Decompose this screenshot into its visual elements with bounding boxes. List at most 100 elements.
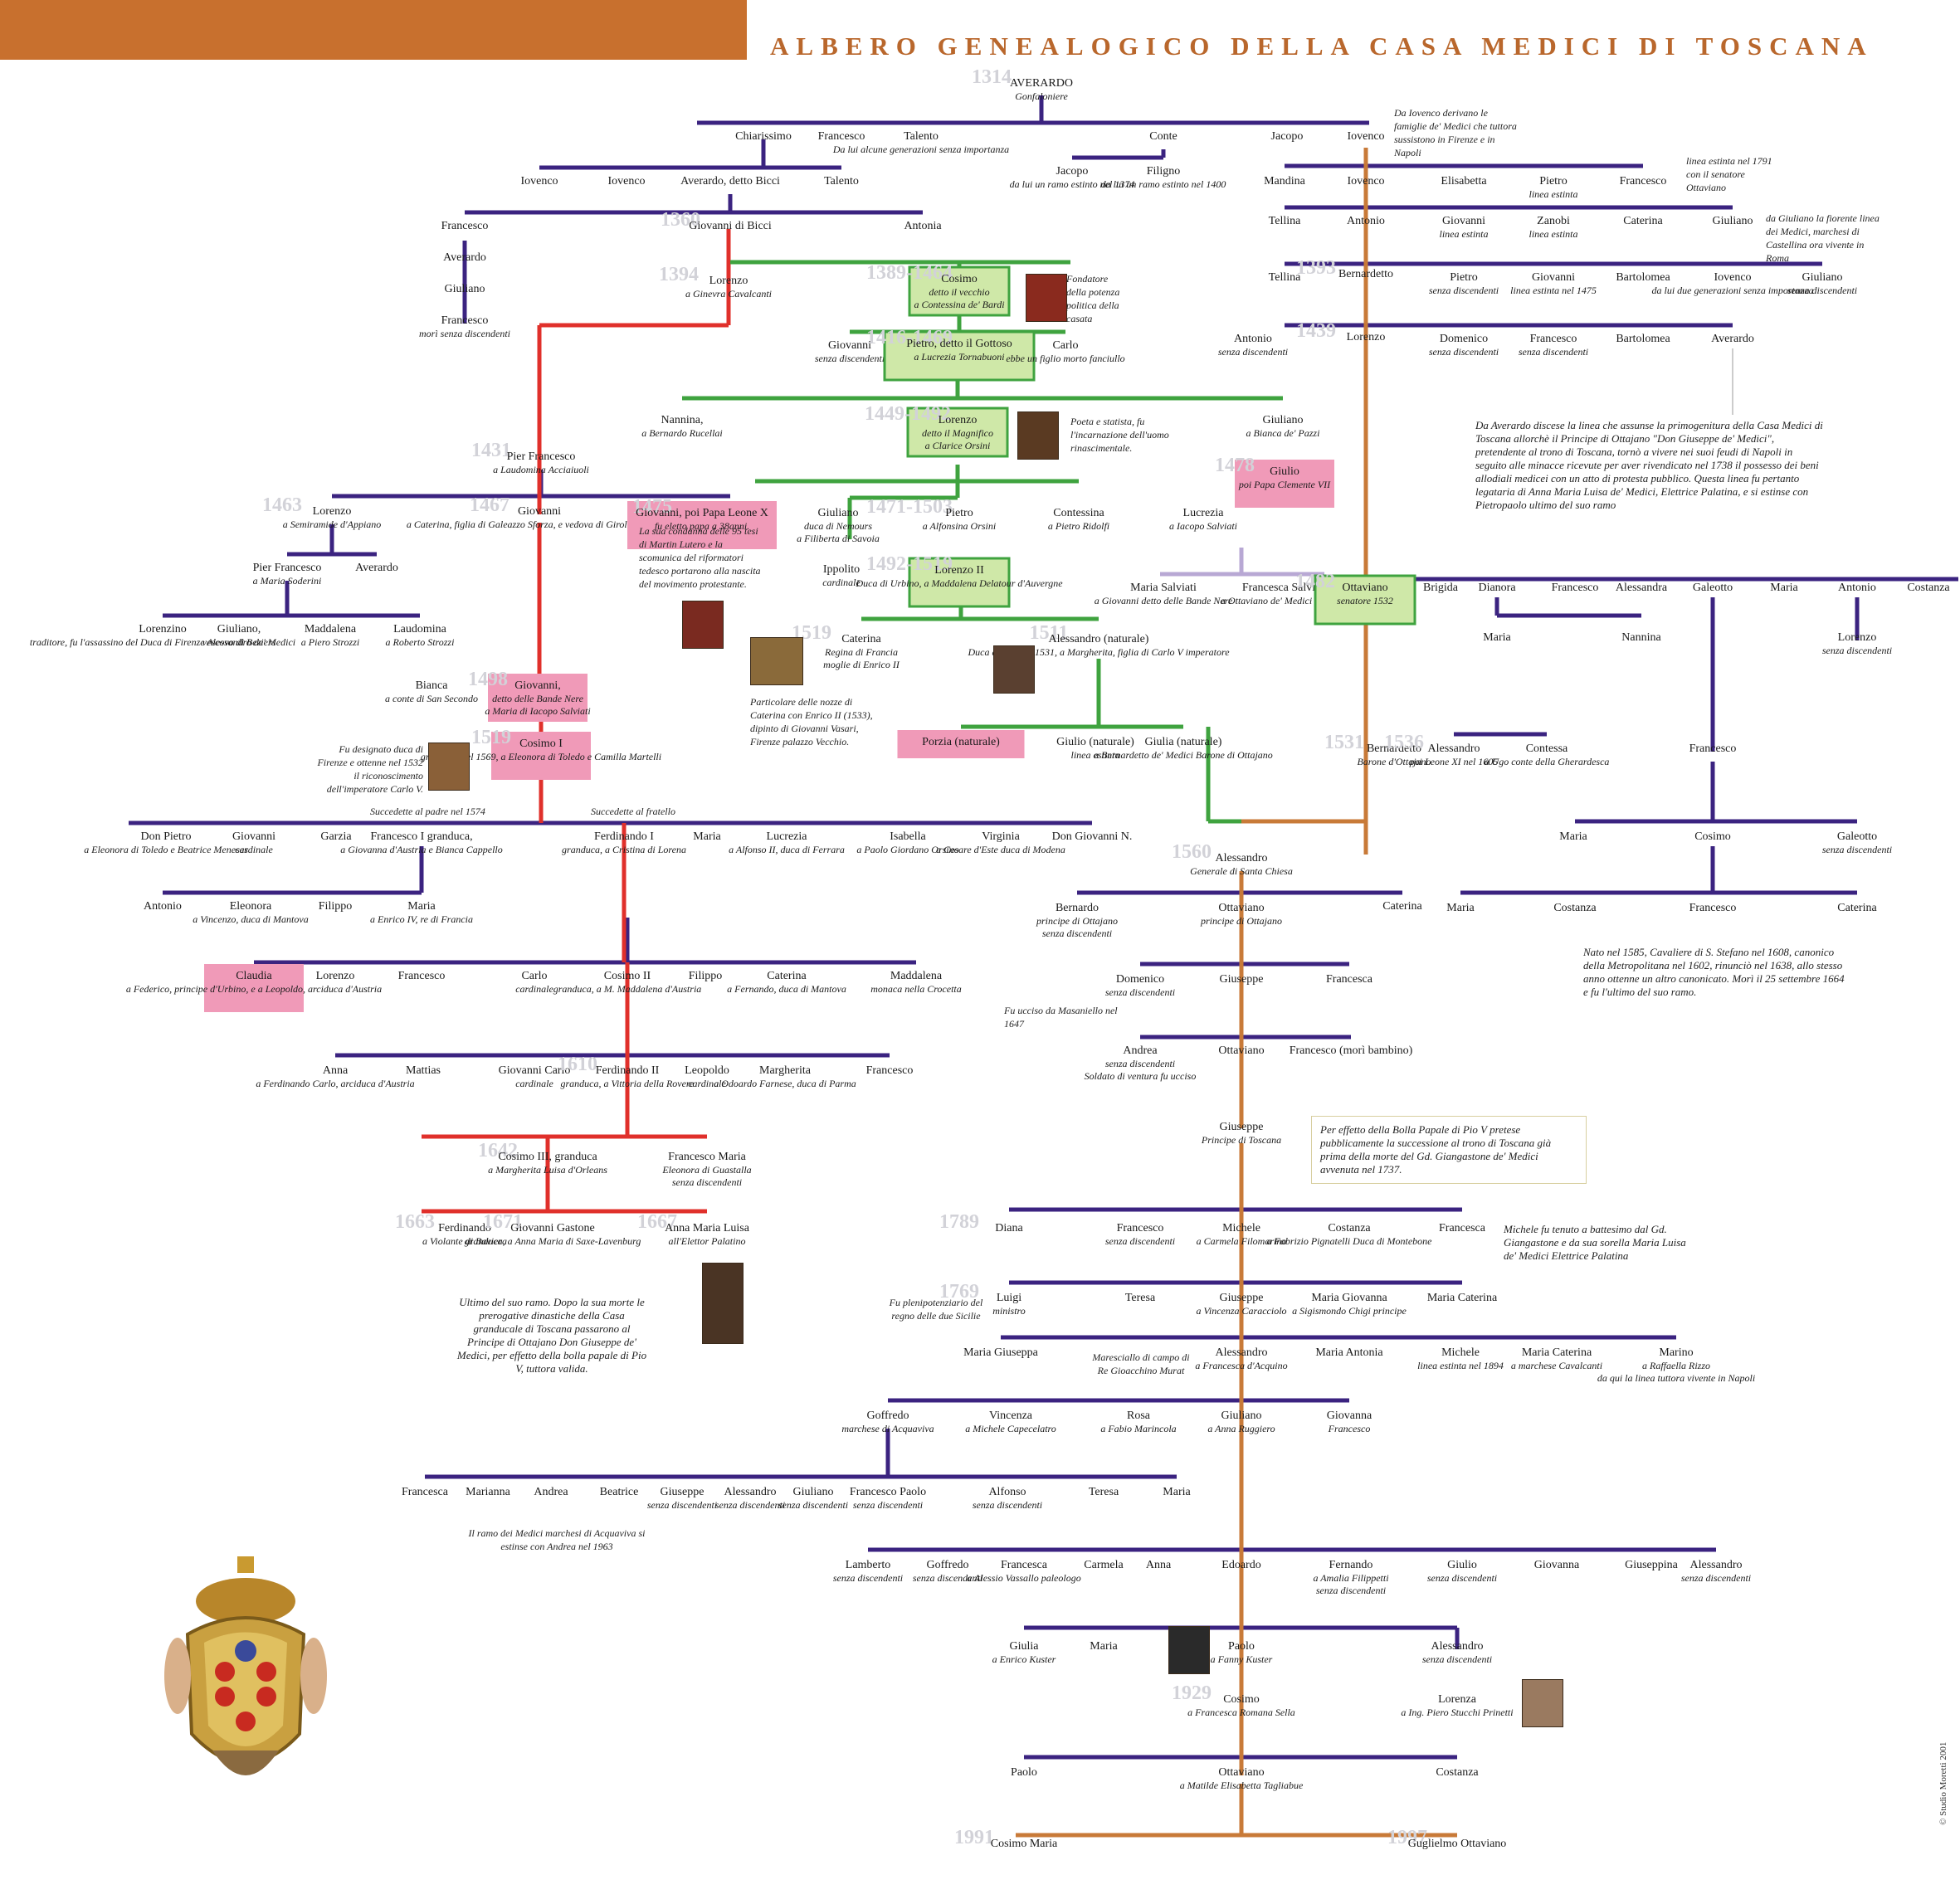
person-110: Filippo [319, 900, 352, 913]
person-detail: poi Leone XI nel 1605 [1409, 756, 1499, 767]
person-name: Francesco Paolo [850, 1486, 926, 1498]
person-name: Averardo [1711, 333, 1754, 345]
person-name: Giuseppe [661, 1486, 705, 1498]
person-name: Anna [1146, 1559, 1172, 1571]
person-name: Alessandro [1216, 852, 1268, 864]
person-name: Lorenzo [939, 414, 978, 426]
person-name: Francesca [1001, 1559, 1048, 1571]
note-domenico: Fu ucciso da Masaniello nel 1647 [1004, 1005, 1118, 1030]
person-detail: senza discendenti [647, 1499, 717, 1511]
person-detail: detto delle Bande Nere [492, 693, 584, 704]
person-detail: monaca nella Crocetta [870, 983, 962, 995]
note-succedette-padre: Succedette al padre nel 1574 [370, 806, 485, 817]
person-150: Francesca [1439, 1222, 1486, 1234]
person-71: Galeotto [1693, 582, 1733, 594]
caterina-painting [750, 637, 803, 685]
person-74: Costanza [1907, 582, 1950, 594]
person-name: Ferdinando I [594, 830, 654, 843]
person-name: Paolo [1011, 1766, 1037, 1779]
person-name: Filigno [1147, 165, 1180, 178]
person-detail: principe di Ottajano [1200, 915, 1282, 927]
person-name: Giuliano [445, 283, 485, 295]
person-name: Bartolomea [1616, 333, 1670, 345]
person-detail: granduca, a Anna Maria di Saxe-Lavenburg [465, 1235, 641, 1247]
person-name: Francesca [402, 1486, 449, 1498]
person-name: Teresa [1125, 1292, 1156, 1304]
person-detail: a Odoardo Farnese, duca di Parma [714, 1078, 856, 1089]
medici-coat-of-arms [164, 1556, 327, 1775]
person-detail: a Pietro Ridolfi [1048, 520, 1109, 532]
copyright: © Studio Moretti 2001 [1938, 1741, 1948, 1825]
person-name: Antonio [1347, 215, 1385, 227]
person-name: Lorenzo [316, 970, 355, 982]
person-detail: senza discendenti [973, 1499, 1042, 1511]
person-detail: da qui la linea tuttora vivente in Napol… [1597, 1372, 1755, 1384]
note-succedette-fratello: Succedette al fratello [591, 806, 675, 817]
person-name: Ferdinando [438, 1222, 491, 1234]
person-117: Francesco [1689, 902, 1737, 914]
person-detail: granduca, a Cristina di Lorena [562, 844, 686, 855]
person-name: Averardo [355, 562, 398, 574]
person-name: Lorenzo [313, 505, 352, 518]
person-name: Giuliano, [217, 623, 261, 635]
person-detail: a Roberto Strozzi [386, 636, 455, 648]
person-name: Giuliano [1263, 414, 1304, 426]
person-name: Marino [1659, 1346, 1693, 1359]
person-name: Iovenco [1347, 130, 1384, 143]
person-name: Maria [1559, 830, 1587, 843]
person-detail: vescovo di Beziers [202, 636, 276, 648]
person-name: Talento [824, 175, 859, 187]
person-168: Marianna [466, 1486, 510, 1498]
person-name: Don Pietro [140, 830, 191, 843]
person-detail: senza discendenti [715, 1499, 785, 1511]
person-detail: a conte di San Secondo [385, 693, 478, 704]
person-name: Maria [1446, 902, 1475, 914]
person-name: Michele [1441, 1346, 1480, 1359]
person-name: Goffredo [926, 1559, 968, 1571]
person-detail: a marchese Cavalcanti [1511, 1360, 1602, 1371]
person-detail: senza discendenti [1105, 1235, 1175, 1247]
person-name: Maria [1770, 582, 1798, 594]
person-detail: detto il vecchio [929, 286, 989, 298]
person-name: Lorenzo [709, 275, 748, 287]
person-detail: da lui un ramo estinto nel 1400 [1101, 178, 1226, 190]
person-17: Francesco [1620, 175, 1667, 187]
person-detail: a Ugo conte della Gherardesca [1485, 756, 1610, 767]
person-name: Francesco Maria [668, 1151, 746, 1163]
person-131: Mattias [406, 1064, 441, 1077]
person-detail: a Anna Ruggiero [1207, 1423, 1275, 1434]
person-name: Maria Caterina [1427, 1292, 1498, 1304]
person-155: Maria Caterina [1427, 1292, 1498, 1304]
person-name: Caterina [841, 633, 881, 645]
person-detail: a Sigismondo Chigi principe [1292, 1305, 1407, 1317]
person-detail: senza discendenti [1105, 986, 1175, 998]
person-name: Giovanni, [514, 679, 561, 692]
person-121: Francesco [398, 970, 446, 982]
person-name: Diana [995, 1222, 1023, 1234]
person-115: Maria [1446, 902, 1475, 914]
person-year: 1929 [1172, 1682, 1212, 1704]
highlight-box [883, 330, 1036, 382]
person-detail: cardinale [515, 983, 553, 995]
person-detail: a Clarice Orsini [925, 440, 991, 451]
person-name: Carlo [521, 970, 547, 982]
